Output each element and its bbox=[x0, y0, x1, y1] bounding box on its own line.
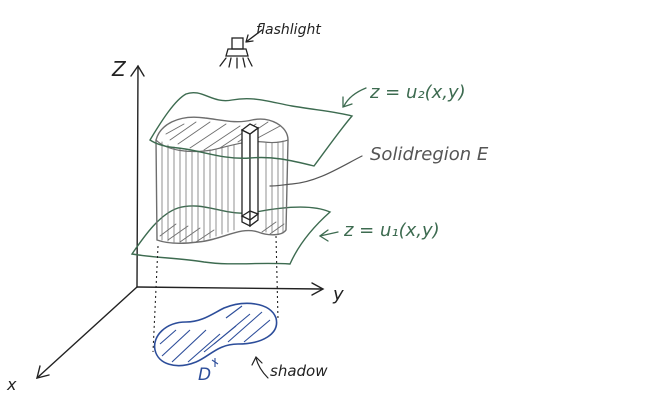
flashlight-rays bbox=[219, 57, 253, 69]
y-axis-arrow bbox=[311, 282, 325, 296]
y-axis-label: y bbox=[332, 284, 344, 305]
flashlight-body bbox=[231, 37, 244, 50]
x-axis-arrow bbox=[36, 365, 50, 379]
projection-lines bbox=[152, 235, 279, 353]
flashlight-label: flashlight bbox=[256, 22, 321, 38]
y-axis bbox=[136, 286, 323, 290]
solid-top-hatch bbox=[165, 121, 281, 151]
shadow-region-d bbox=[153, 302, 278, 367]
solid-region-e bbox=[155, 116, 289, 245]
shadow-label: shadow bbox=[270, 362, 328, 380]
lower-surface-sheet bbox=[130, 205, 332, 265]
region-d-superscript-mark bbox=[211, 358, 219, 367]
solid-shading bbox=[161, 140, 284, 243]
region-d-label: D bbox=[198, 365, 211, 385]
z-axis-label: Z bbox=[111, 57, 127, 81]
upper-surface bbox=[149, 92, 354, 167]
z-axis bbox=[136, 65, 139, 288]
axes bbox=[36, 64, 325, 379]
solid-top-face bbox=[155, 139, 289, 153]
projection-right bbox=[275, 235, 279, 321]
flashlight-icon bbox=[219, 29, 263, 69]
shadow-hatch bbox=[159, 305, 271, 363]
thin-column bbox=[240, 123, 260, 228]
x-axis bbox=[36, 286, 138, 379]
column-top bbox=[240, 123, 260, 135]
solid-region-label: Solidregion E bbox=[370, 144, 489, 165]
upper-surface-pointer bbox=[342, 87, 367, 108]
x-axis-label: x bbox=[6, 375, 17, 394]
shadow-outline bbox=[153, 302, 278, 367]
lower-surface-label: z = u₁(x,y) bbox=[343, 220, 440, 241]
solid-bottom-hatch bbox=[159, 221, 285, 243]
upper-surface-label: z = u₂(x,y) bbox=[369, 82, 466, 103]
upper-surface-sheet bbox=[149, 92, 354, 167]
z-axis-arrow bbox=[130, 64, 145, 77]
flashlight-head bbox=[225, 48, 249, 57]
lower-surface-pointer bbox=[318, 229, 339, 242]
column-base bbox=[240, 210, 260, 221]
shadow-pointer bbox=[251, 355, 269, 379]
solid-region-pointer bbox=[269, 155, 363, 187]
lower-surface bbox=[130, 205, 332, 265]
flashlight-pointer-arrow bbox=[245, 29, 263, 43]
